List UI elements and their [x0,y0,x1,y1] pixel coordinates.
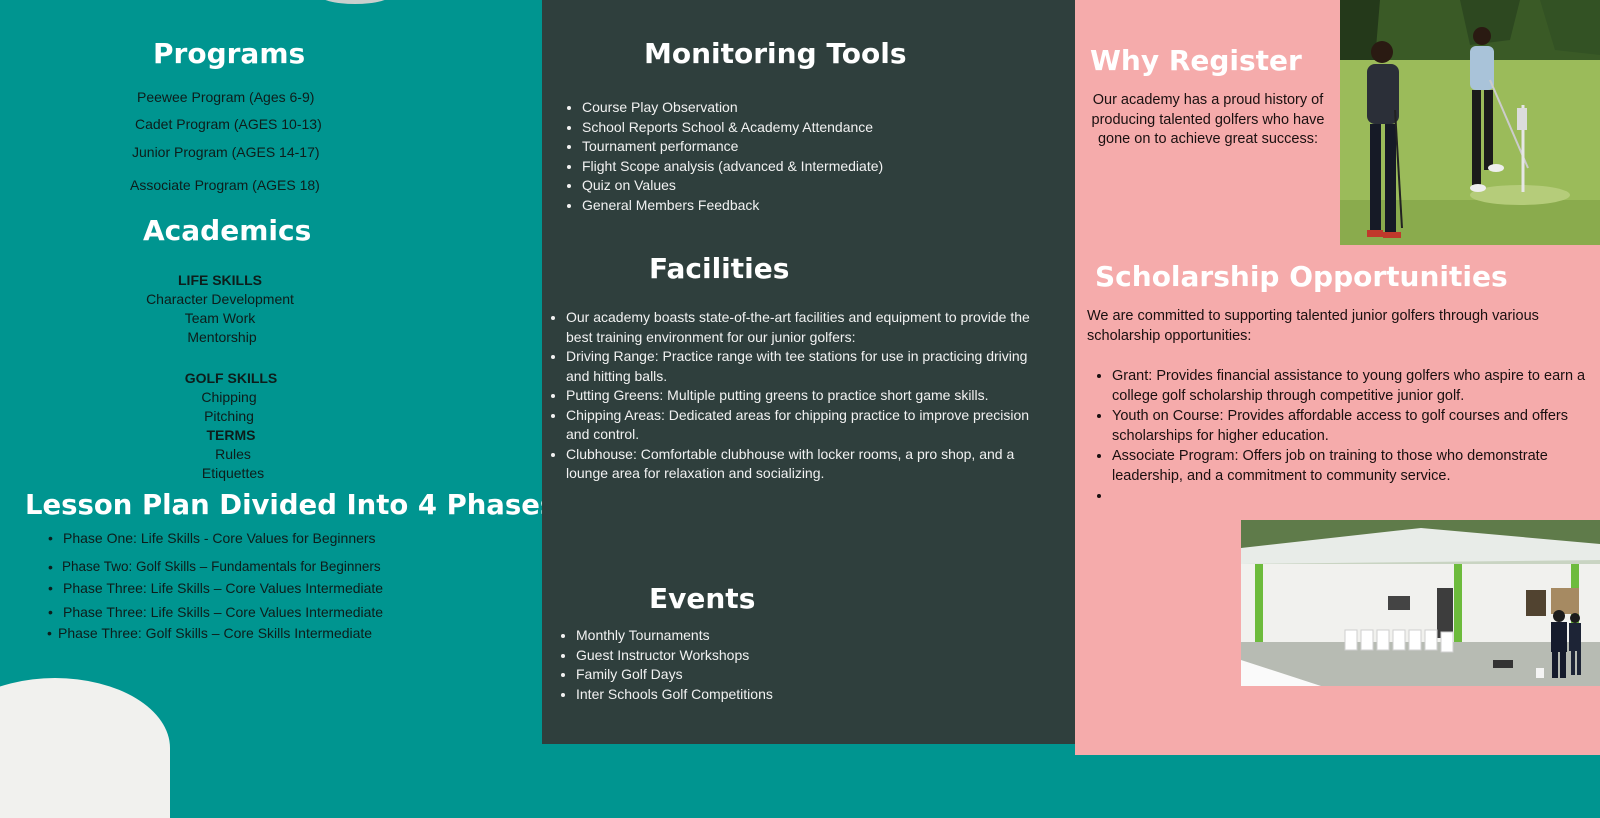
golf-skill-item: Chipping [201,389,257,405]
phase-bullet: • [48,559,53,575]
monitoring-heading: Monitoring Tools [644,37,907,70]
scholarship-item [1112,486,1595,506]
terms-title: TERMS [206,427,256,443]
life-skills-title: LIFE SKILLS [178,272,262,288]
life-skill-item: Team Work [184,310,256,326]
monitoring-item: Flight Scope analysis (advanced & Interm… [582,157,1022,177]
phase-item: Phase Three: Golf Skills – Core Skills I… [58,625,373,641]
program-item: Associate Program (AGES 18) [130,177,320,193]
monitoring-item: General Members Feedback [582,196,1022,216]
life-skill-item: Character Development [146,291,294,307]
scholarship-item: Associate Program: Offers job on trainin… [1112,446,1595,486]
scholarship-intro: We are committed to supporting talented … [1087,308,1539,344]
academics-heading: Academics [143,214,312,247]
life-skill-item: Mentorship [187,329,257,345]
events-item: Monthly Tournaments [576,626,976,646]
monitoring-item: Quiz on Values [582,176,1022,196]
monitoring-item: School Reports School & Academy Attendan… [582,118,1022,138]
facilities-item: Driving Range: Practice range with tee s… [566,347,1031,386]
terms-item: Etiquettes [201,465,265,481]
scholarship-item: Grant: Provides financial assistance to … [1112,366,1595,406]
facilities-item: Our academy boasts state-of-the-art faci… [566,308,1031,347]
scholarship-list: Grant: Provides financial assistance to … [1112,366,1595,506]
events-list: Monthly Tournaments Guest Instructor Wor… [576,626,976,704]
events-item: Inter Schools Golf Competitions [576,685,976,705]
facilities-heading: Facilities [649,252,790,285]
facilities-item: Chipping Areas: Dedicated areas for chip… [566,406,1031,445]
clubhouse-photo [1241,520,1600,686]
phase-bullet: • [48,604,53,620]
left-panel: Programs Peewee Program (Ages 6-9) Cadet… [0,0,556,818]
phase-item: Phase Three: Life Skills – Core Values I… [63,580,384,596]
golf-skills-title: GOLF SKILLS [184,370,278,386]
lesson-plan-heading: Lesson Plan Divided Into 4 Phases [25,489,557,521]
why-register-heading: Why Register [1090,44,1302,77]
events-item: Guest Instructor Workshops [576,646,976,666]
phase-item: Phase One: Life Skills - Core Values for… [63,530,376,546]
phase-bullet: • [47,625,52,641]
events-item: Family Golf Days [576,665,976,685]
events-heading: Events [649,582,756,615]
middle-panel: Monitoring Tools Course Play Observation… [542,0,1075,744]
program-item: Cadet Program (AGES 10-13) [135,116,322,132]
monitoring-item: Course Play Observation [582,98,1022,118]
monitoring-list: Course Play Observation School Reports S… [582,98,1022,215]
programs-heading: Programs [153,37,306,70]
phase-item: Phase Two: Golf Skills – Fundamentals fo… [62,559,381,574]
golf-practice-photo [1340,0,1600,245]
decorative-blob [0,678,170,818]
decorative-blob [318,0,392,4]
right-panel: Why Register Our academy has a proud his… [1075,0,1600,755]
golf-skill-item: Pitching [204,408,254,424]
why-register-text: Our academy has a proud history of produ… [1091,92,1325,147]
scholarship-item: Youth on Course: Provides affordable acc… [1112,406,1595,446]
phase-bullet: • [48,580,53,596]
facilities-list: Our academy boasts state-of-the-art faci… [566,308,1031,484]
facilities-item: Clubhouse: Comfortable clubhouse with lo… [566,445,1031,484]
terms-item: Rules [215,446,251,462]
program-item: Peewee Program (Ages 6-9) [137,89,315,105]
scholarship-heading: Scholarship Opportunities [1095,260,1508,293]
phase-bullet: • [48,530,53,546]
program-item: Junior Program (AGES 14-17) [132,144,320,160]
facilities-item: Putting Greens: Multiple putting greens … [566,386,1031,406]
monitoring-item: Tournament performance [582,137,1022,157]
phase-item: Phase Three: Life Skills – Core Values I… [63,604,384,620]
